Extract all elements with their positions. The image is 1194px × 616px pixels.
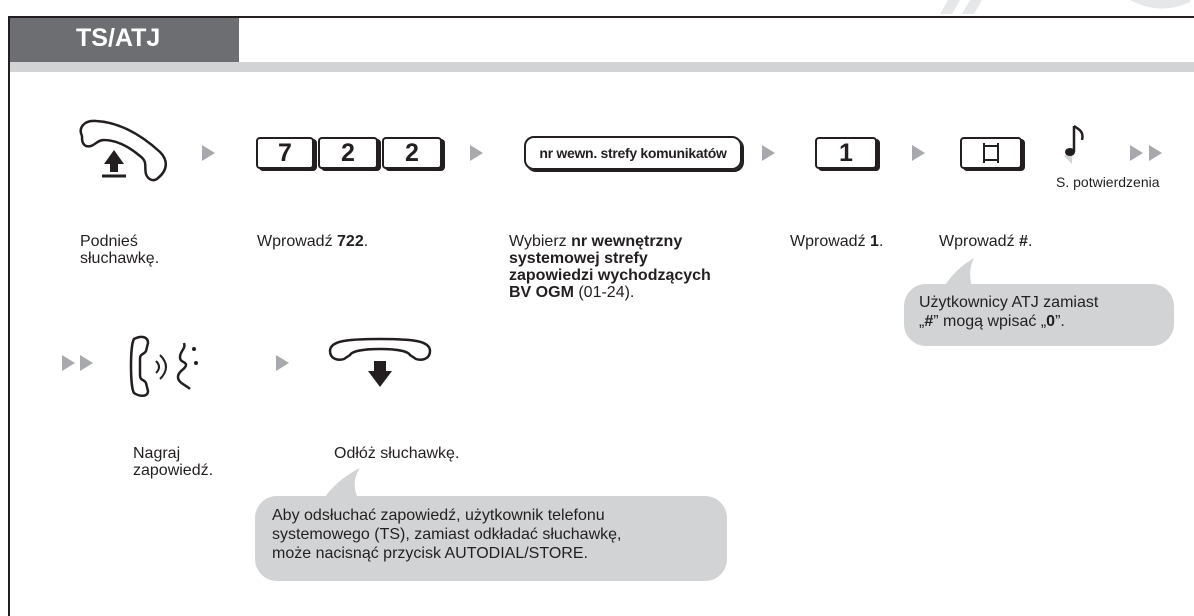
caption-enter-1: Wprowadź 1. xyxy=(790,233,884,250)
section-tab: TS/ATJ xyxy=(10,18,239,62)
step-arrow xyxy=(276,355,289,371)
key-2: 2 xyxy=(382,137,442,169)
step-arrow xyxy=(762,145,775,161)
step-arrow xyxy=(202,145,215,161)
record-voice-icon xyxy=(129,335,198,397)
caption-select-extension: Wybierz nr wewnętrzny systemowej strefy … xyxy=(509,233,711,301)
on-hook-icon xyxy=(328,337,432,387)
section-header-band xyxy=(10,62,1194,72)
key-2: 2 xyxy=(318,137,378,169)
caption-lift-handset: Podnieś słuchawkę. xyxy=(80,233,160,267)
confirmation-tone-label: S. potwierdzenia xyxy=(1056,174,1160,190)
note-atj-users: Użytkownicy ATJ zamiast „#” mogą wpisać … xyxy=(904,284,1174,346)
section-tab-label: TS/ATJ xyxy=(76,24,161,52)
key-1: 1 xyxy=(815,137,877,169)
extension-number-button: nr wewn. strefy komunikatów xyxy=(524,136,742,170)
caption-enter-722: Wprowadź 722. xyxy=(257,233,369,250)
step-arrow xyxy=(80,355,93,371)
step-arrow xyxy=(912,145,925,161)
off-hook-icon xyxy=(79,119,167,182)
step-arrow xyxy=(62,355,75,371)
step-arrow xyxy=(470,145,483,161)
confirmation-tone-icon xyxy=(1064,124,1084,164)
caption-record-message: Nagraj zapowiedź. xyxy=(133,445,214,479)
step-arrow xyxy=(1149,145,1162,161)
note-ts-autodial: Aby odsłuchać zapowiedź, użytkownik tele… xyxy=(255,496,727,581)
key-hash xyxy=(960,137,1022,169)
section-frame xyxy=(8,16,1194,616)
caption-hang-up: Odłóż słuchawkę. xyxy=(334,445,460,462)
decorative-swoosh xyxy=(940,0,1190,14)
note-bubble-tail xyxy=(322,468,360,502)
caption-enter-hash: Wprowadź #. xyxy=(939,233,1033,250)
hash-icon xyxy=(983,143,999,163)
step-arrow xyxy=(1130,145,1143,161)
key-7: 7 xyxy=(256,137,314,169)
